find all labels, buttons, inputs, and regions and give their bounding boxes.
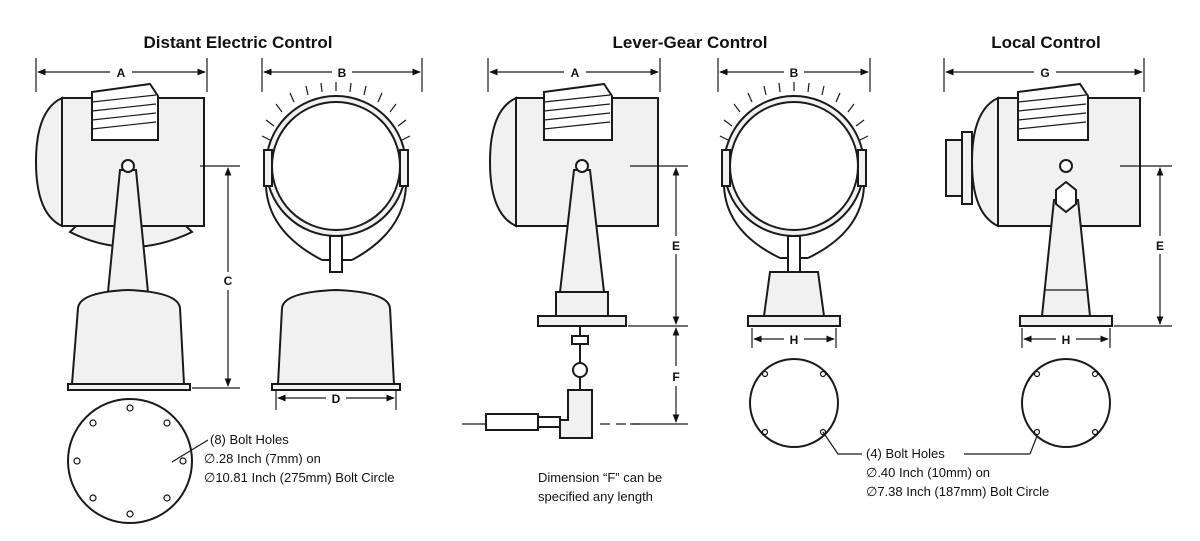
dim-label-h-local: H bbox=[1062, 333, 1071, 347]
distant-front-view: B bbox=[261, 58, 423, 410]
lever-side-view: A E F bbox=[462, 58, 688, 439]
dim-label-g: G bbox=[1040, 66, 1049, 80]
distant-bolt-pattern bbox=[67, 398, 209, 524]
dim-label-a: A bbox=[117, 66, 126, 80]
local-side-view: G E H bbox=[943, 58, 1172, 448]
dim-label-e-local: E bbox=[1156, 239, 1164, 253]
lever-front-view: B H bbox=[717, 58, 871, 448]
title-lever-gear-control: Lever-Gear Control bbox=[613, 33, 768, 52]
dim-label-d: D bbox=[332, 392, 341, 406]
dim-label-b-lever: B bbox=[790, 66, 799, 80]
title-local-control: Local Control bbox=[991, 33, 1101, 52]
distant-bolt-note-line2: ∅.28 Inch (7mm) on bbox=[204, 451, 321, 466]
title-distant-electric-control: Distant Electric Control bbox=[144, 33, 333, 52]
distant-bolt-note-line1: (8) Bolt Holes bbox=[210, 432, 289, 447]
local-bolt-note-line2: ∅.40 Inch (10mm) on bbox=[866, 465, 990, 480]
distant-side-view: A C bbox=[34, 58, 240, 391]
lever-note-line1: Dimension “F” can be bbox=[538, 470, 662, 485]
dim-label-a-lever: A bbox=[571, 66, 580, 80]
dim-label-f: F bbox=[672, 370, 679, 384]
local-bolt-note-line1: (4) Bolt Holes bbox=[866, 446, 945, 461]
lever-note-line2: specified any length bbox=[538, 489, 653, 504]
dim-label-e-lever: E bbox=[672, 239, 680, 253]
dim-label-b: B bbox=[338, 66, 347, 80]
bolt-note-leaders bbox=[822, 431, 1038, 455]
dim-label-c: C bbox=[224, 274, 233, 288]
dim-label-h-lever: H bbox=[790, 333, 799, 347]
distant-bolt-note-line3: ∅10.81 Inch (275mm) Bolt Circle bbox=[204, 470, 395, 485]
local-bolt-note-line3: ∅7.38 Inch (187mm) Bolt Circle bbox=[866, 484, 1049, 499]
